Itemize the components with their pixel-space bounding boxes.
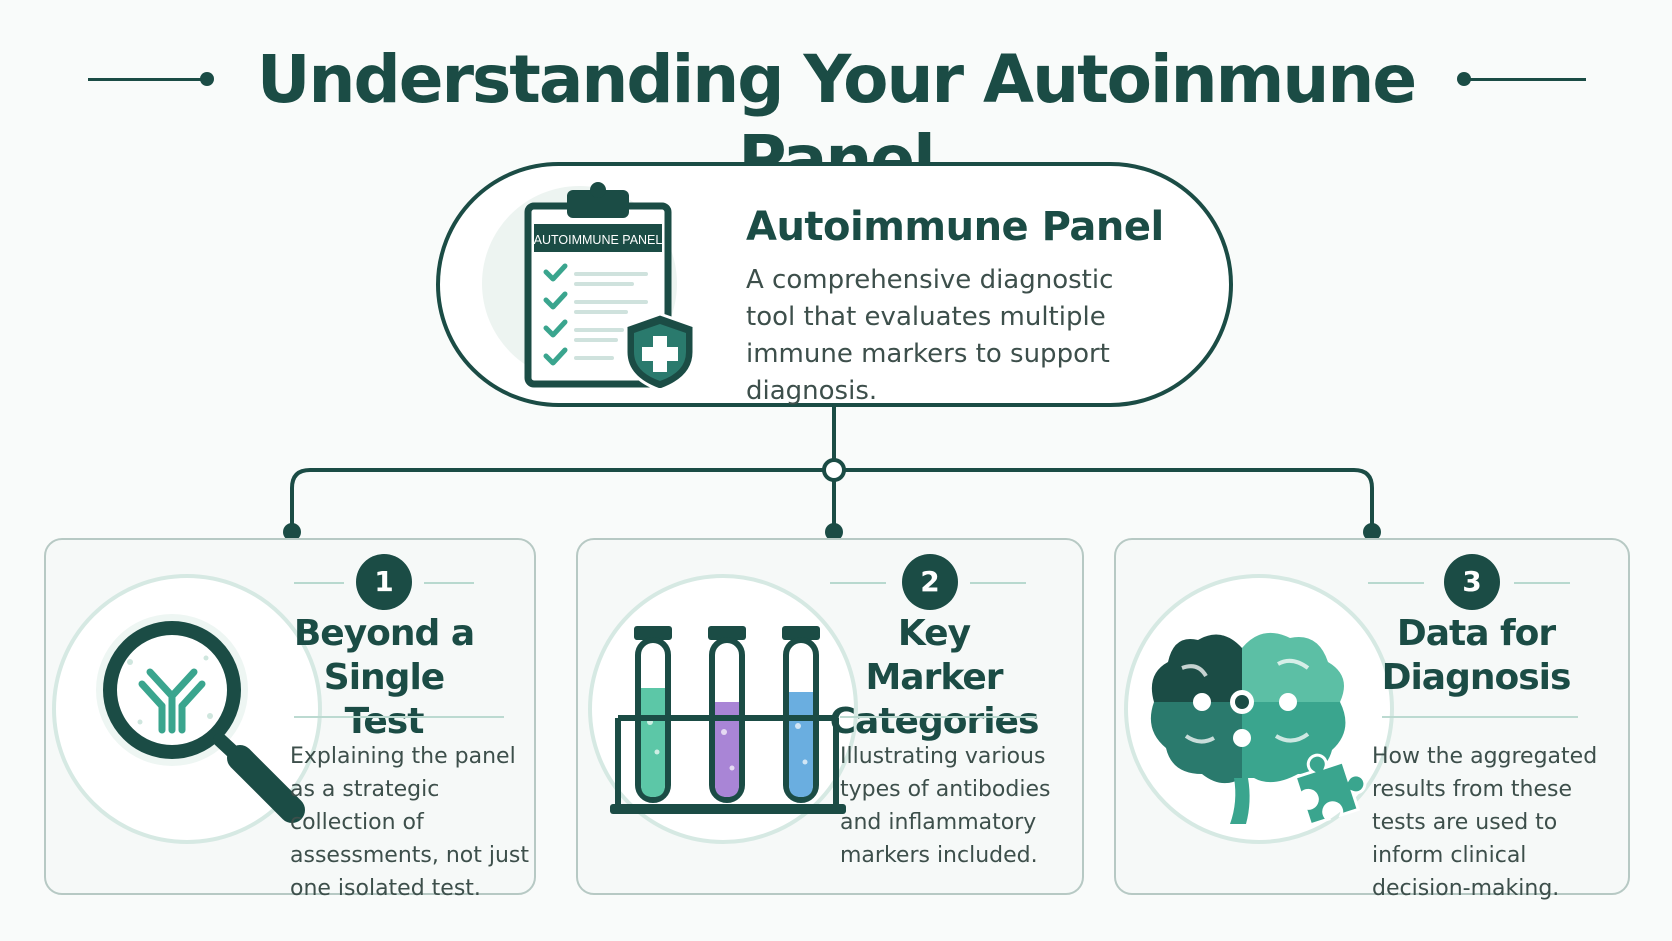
card-1-rule-right [424, 582, 474, 584]
card-3-rule-right [1514, 582, 1570, 584]
test-tubes-icon [610, 626, 846, 814]
magnifier-antibody-icon [96, 614, 305, 823]
clipboard-label: AUTOIMMUNE PANEL [534, 233, 663, 247]
title-dot-right [1457, 72, 1471, 86]
connector-node-1 [283, 523, 301, 541]
step-badge-3: 3 [1444, 554, 1500, 610]
clipboard-shield-icon: AUTOIMMUNE PANEL [524, 182, 696, 388]
card-3-description: How the aggregated results from these te… [1372, 744, 1598, 901]
hero-card: AUTOIMMUNE PANEL Autoimmune Panel A comp… [436, 162, 1233, 407]
card-3-title: Data for Diagnosis [1381, 613, 1572, 698]
title-dot-left [200, 72, 214, 86]
hero-description: A comprehensive diagnostic tool that eva… [746, 265, 1114, 406]
card-2-description: Illustrating various types of antibodies… [840, 744, 1051, 868]
title-row: Understanding Your Autoinmune Panel [0, 30, 1672, 198]
card-3-rule-left [1368, 582, 1424, 584]
step-badge-2: 2 [902, 554, 958, 610]
connector-node-2 [825, 523, 843, 541]
title-rule-left [88, 78, 204, 81]
card-2-title: Key Marker Categories [829, 613, 1040, 742]
connector-hub-node [822, 458, 846, 482]
card-data-for-diagnosis: 3 Data for Diagnosis How the aggregated … [1114, 538, 1630, 901]
step-badge-1: 1 [356, 554, 412, 610]
card-key-marker-categories: 2 Key Marker Categories Illustrating var… [576, 538, 1084, 895]
card-1-divider [294, 716, 504, 718]
card-1-title: Beyond a Single Test [293, 613, 475, 742]
title-rule-right [1466, 78, 1586, 81]
card-2-divider [840, 716, 1036, 718]
page-title: Understanding Your Autoinmune Panel [256, 41, 1417, 198]
connector-node-3 [1363, 523, 1381, 541]
card-1-description: Explaining the panel as a strategic coll… [290, 744, 530, 901]
card-3-divider [1382, 716, 1578, 718]
card-2-rule-right [970, 582, 1026, 584]
card-beyond-single-test: 1 Beyond a Single Test Explaining the pa… [44, 538, 536, 901]
brain-puzzle-icon [1150, 632, 1367, 827]
hero-title: Autoimmune Panel [746, 204, 1164, 250]
card-2-rule-left [830, 582, 886, 584]
card-1-rule-left [294, 582, 344, 584]
